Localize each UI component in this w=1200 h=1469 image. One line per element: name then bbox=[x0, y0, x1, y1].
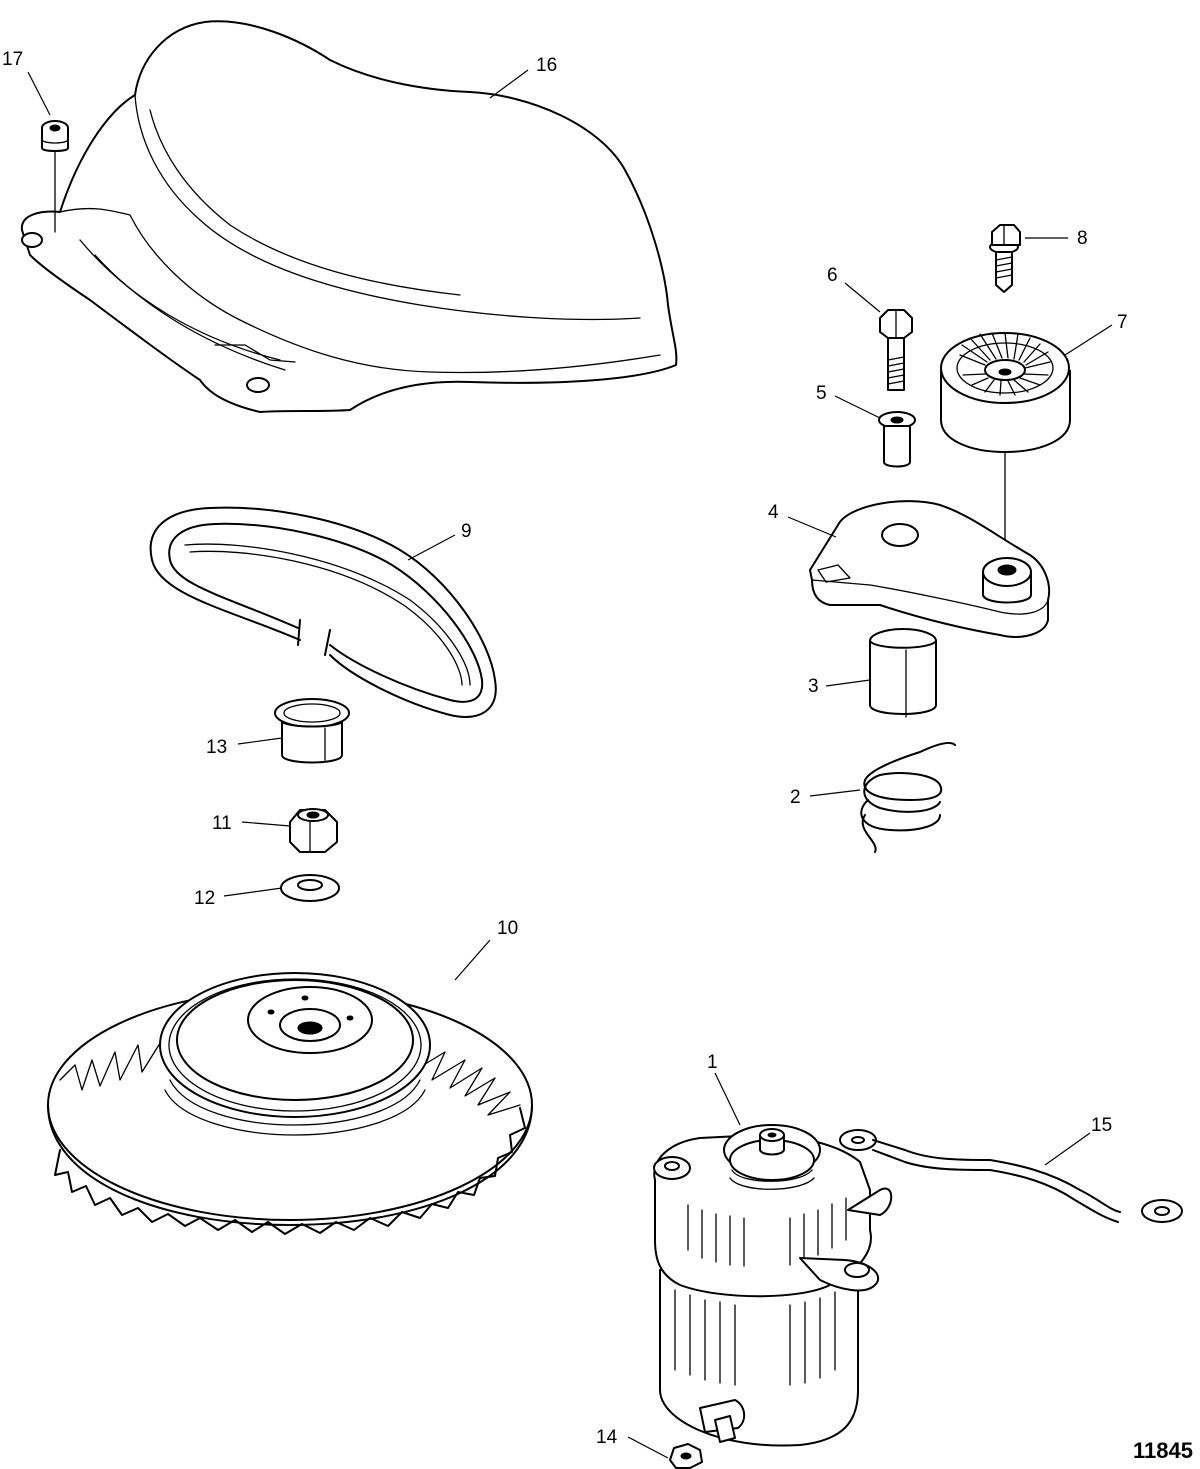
flywheel-cover bbox=[20, 20, 678, 413]
callout-17: 17 bbox=[2, 49, 23, 70]
terminal-nut bbox=[669, 1443, 703, 1469]
hex-bolt bbox=[879, 309, 913, 391]
leader-5 bbox=[834, 395, 881, 419]
ground-cable bbox=[839, 1129, 1183, 1223]
grommet bbox=[41, 120, 69, 233]
leader-2 bbox=[809, 789, 861, 797]
leader-7 bbox=[1064, 324, 1113, 356]
leader-11 bbox=[241, 821, 291, 827]
leader-10 bbox=[454, 939, 491, 981]
callout-12: 12 bbox=[194, 888, 215, 909]
leader-17 bbox=[27, 71, 51, 116]
washer bbox=[280, 874, 340, 902]
bushing bbox=[274, 698, 350, 764]
callout-5: 5 bbox=[816, 383, 827, 404]
leader-16 bbox=[489, 69, 529, 99]
leader-1 bbox=[714, 1072, 741, 1126]
flywheel bbox=[47, 972, 533, 1235]
leader-12 bbox=[223, 887, 283, 897]
flange-bolt bbox=[989, 224, 1021, 293]
callout-6: 6 bbox=[827, 265, 838, 286]
alternator bbox=[653, 1124, 893, 1447]
drive-belt bbox=[149, 506, 497, 718]
callout-14: 14 bbox=[596, 1427, 618, 1448]
leader-14 bbox=[627, 1436, 669, 1459]
callout-16: 16 bbox=[536, 55, 557, 76]
callout-10: 10 bbox=[497, 918, 518, 939]
tensioner-arm bbox=[809, 500, 1050, 638]
callout-labels: 17 16 8 6 7 5 9 4 3 13 2 11 12 10 1 15 1… bbox=[2, 49, 1128, 1448]
figure-number: 11845 bbox=[1133, 1438, 1193, 1463]
callout-15: 15 bbox=[1091, 1115, 1112, 1136]
torsion-spring bbox=[860, 742, 956, 853]
leader-15 bbox=[1044, 1132, 1091, 1166]
callout-13: 13 bbox=[206, 737, 227, 758]
sleeve bbox=[869, 628, 937, 718]
callout-4: 4 bbox=[768, 502, 779, 523]
leader-3 bbox=[825, 679, 871, 687]
leader-13 bbox=[237, 737, 283, 745]
callout-11: 11 bbox=[212, 813, 232, 834]
leader-6 bbox=[844, 282, 881, 313]
callout-1: 1 bbox=[707, 1052, 718, 1073]
leader-9 bbox=[407, 534, 456, 561]
callout-8: 8 bbox=[1077, 228, 1088, 249]
callout-7: 7 bbox=[1117, 312, 1128, 333]
leader-lines bbox=[27, 69, 1113, 1459]
leader-4 bbox=[787, 516, 837, 538]
nut bbox=[289, 808, 338, 853]
idler-pulley bbox=[940, 332, 1071, 561]
callout-9: 9 bbox=[461, 521, 472, 542]
spacer bbox=[878, 411, 916, 468]
callout-2: 2 bbox=[790, 787, 801, 808]
callout-3: 3 bbox=[808, 676, 819, 697]
